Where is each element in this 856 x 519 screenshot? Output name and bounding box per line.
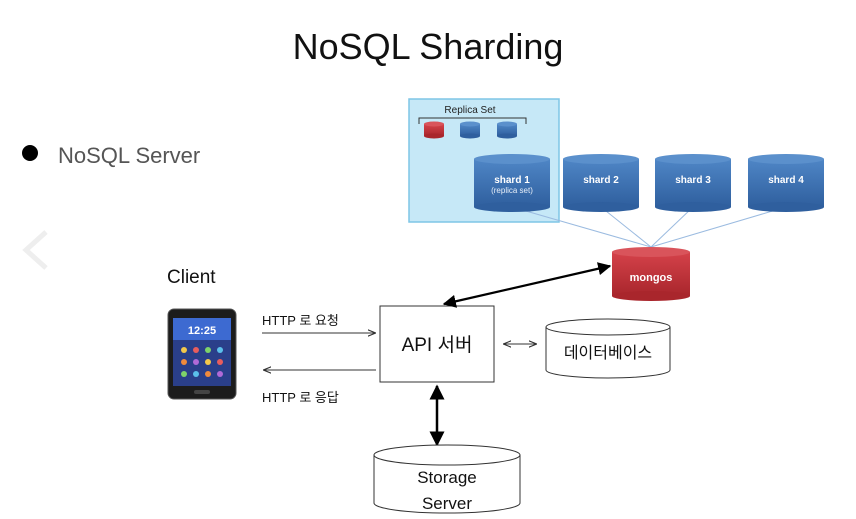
phone-clock: 12:25: [188, 325, 216, 337]
api-server: API 서버: [379, 305, 495, 383]
http-request-label: HTTP 로 요청: [262, 313, 339, 328]
shard-2-label: shard 2: [583, 175, 619, 186]
shard-1-label: shard 1: [494, 175, 530, 186]
mongos-label: mongos: [630, 272, 673, 284]
shard-1-sublabel: (replica set): [491, 186, 533, 195]
chevron-left-icon[interactable]: [18, 228, 58, 272]
bullet-text: NoSQL Server: [58, 143, 201, 168]
storage-server: Storage Server: [373, 444, 521, 514]
shard-1: shard 1 (replica set): [474, 154, 550, 212]
bullet-point: [22, 145, 38, 161]
shard-3: shard 3: [655, 154, 731, 212]
replica-cylinder-primary: [424, 121, 444, 139]
http-response-label: HTTP 로 응답: [262, 390, 339, 405]
storage-server-label-1: Storage: [417, 468, 477, 487]
replica-set-label: Replica Set: [444, 105, 495, 116]
shard-4: shard 4: [748, 154, 824, 212]
shard-connectors: [511, 206, 787, 248]
mongos-router: mongos: [612, 247, 690, 301]
slide-title: NoSQL Sharding: [292, 26, 564, 67]
replica-cylinder-secondary: [460, 121, 480, 139]
shard-3-label: shard 3: [675, 175, 711, 186]
database-label: 데이터베이스: [564, 344, 652, 362]
api-mongos-arrow: [442, 262, 612, 308]
shard-4-label: shard 4: [768, 175, 804, 186]
smartphone-image: 12:25: [167, 308, 237, 400]
api-server-label: API 서버: [402, 334, 473, 356]
replica-cylinder-secondary: [497, 121, 517, 139]
storage-server-label-2: Server: [422, 494, 472, 513]
shard-2: shard 2: [563, 154, 639, 212]
database: 데이터베이스: [545, 318, 671, 379]
client-label: Client: [167, 267, 216, 288]
